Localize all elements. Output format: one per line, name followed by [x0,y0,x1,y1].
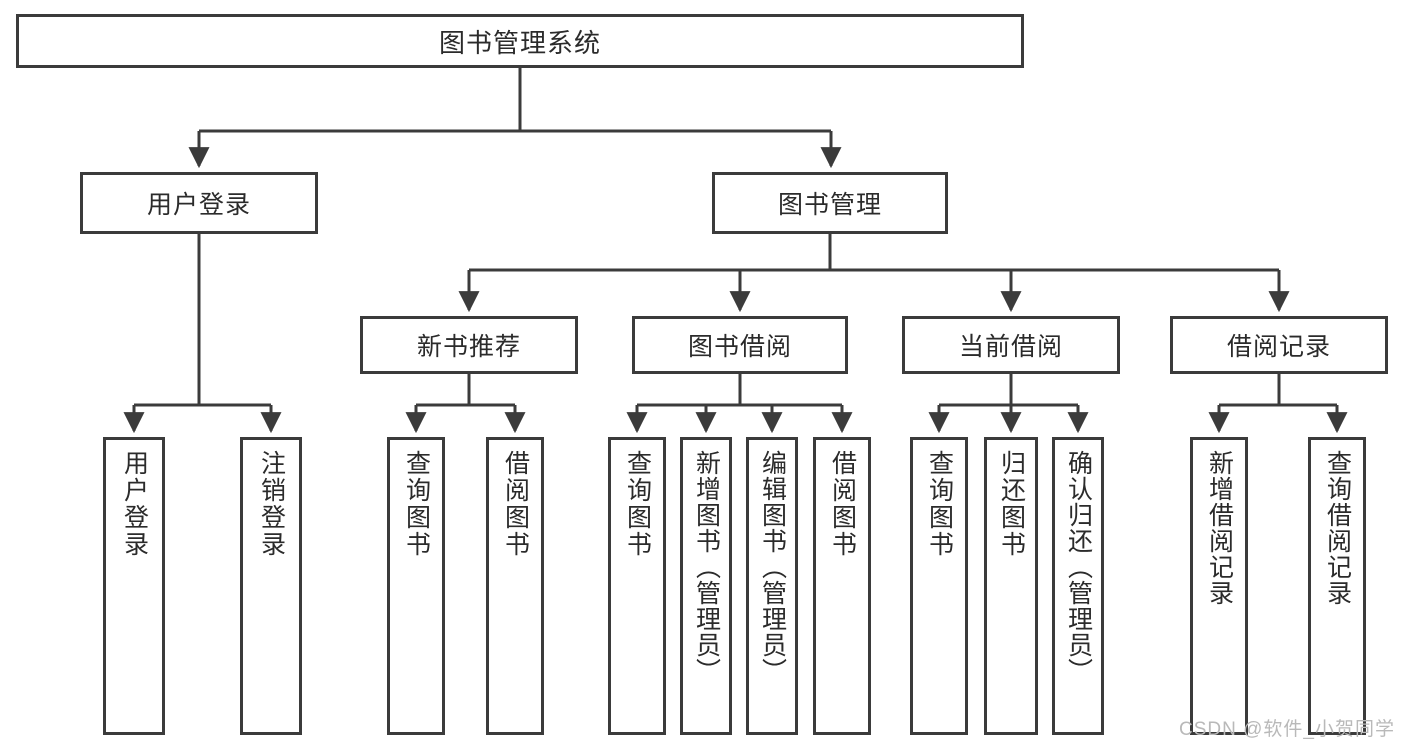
node-label: 当前借阅 [958,333,1063,361]
node-leaf-borrow-book[interactable]: 借阅图书 [813,437,871,735]
node-leaf-query-book-recommend[interactable]: 查询图书 [387,437,445,735]
node-label: 图书借阅 [687,333,792,361]
node-label: 查询借阅记录 [1323,450,1352,606]
node-label: 编辑图书（管理员） [758,450,787,684]
node-borrow-record[interactable]: 借阅记录 [1170,316,1388,374]
node-root-system[interactable]: 图书管理系统 [16,14,1024,68]
node-label: 图书管理 [777,191,882,219]
node-leaf-edit-book-admin[interactable]: 编辑图书（管理员） [746,437,798,735]
node-label: 注销登录 [257,450,286,558]
node-label: 归还图书 [997,450,1026,558]
node-label: 借阅图书 [501,450,530,558]
node-leaf-add-book-admin[interactable]: 新增图书（管理员） [680,437,732,735]
node-book-borrow[interactable]: 图书借阅 [632,316,848,374]
node-label: 新书推荐 [416,333,521,361]
node-label: 确认归还（管理员） [1064,450,1093,684]
node-leaf-query-book[interactable]: 查询图书 [608,437,666,735]
node-label: 新增借阅记录 [1205,450,1234,606]
node-label: 借阅记录 [1226,333,1331,361]
node-label: 新增图书（管理员） [692,450,721,684]
node-label: 借阅图书 [828,450,857,558]
node-leaf-query-book-current[interactable]: 查询图书 [910,437,968,735]
node-leaf-user-logout[interactable]: 注销登录 [240,437,302,735]
watermark-text: CSDN @软件_小贺同学 [1179,719,1395,740]
node-leaf-borrow-book-recommend[interactable]: 借阅图书 [486,437,544,735]
node-leaf-confirm-return-admin[interactable]: 确认归还（管理员） [1052,437,1104,735]
node-leaf-return-book[interactable]: 归还图书 [984,437,1038,735]
node-leaf-add-borrow-record[interactable]: 新增借阅记录 [1190,437,1248,735]
node-leaf-user-login[interactable]: 用户登录 [103,437,165,735]
node-leaf-query-borrow-record[interactable]: 查询借阅记录 [1308,437,1366,735]
node-current-borrow[interactable]: 当前借阅 [902,316,1120,374]
node-label: 查询图书 [623,450,652,558]
node-label: 用户登录 [146,191,251,219]
node-book-manage[interactable]: 图书管理 [712,172,948,234]
node-label: 图书管理系统 [438,27,601,58]
node-new-book-recommend[interactable]: 新书推荐 [360,316,578,374]
node-label: 查询图书 [925,450,954,558]
node-label: 用户登录 [120,450,149,558]
node-user-login[interactable]: 用户登录 [80,172,318,234]
node-label: 查询图书 [402,450,431,558]
